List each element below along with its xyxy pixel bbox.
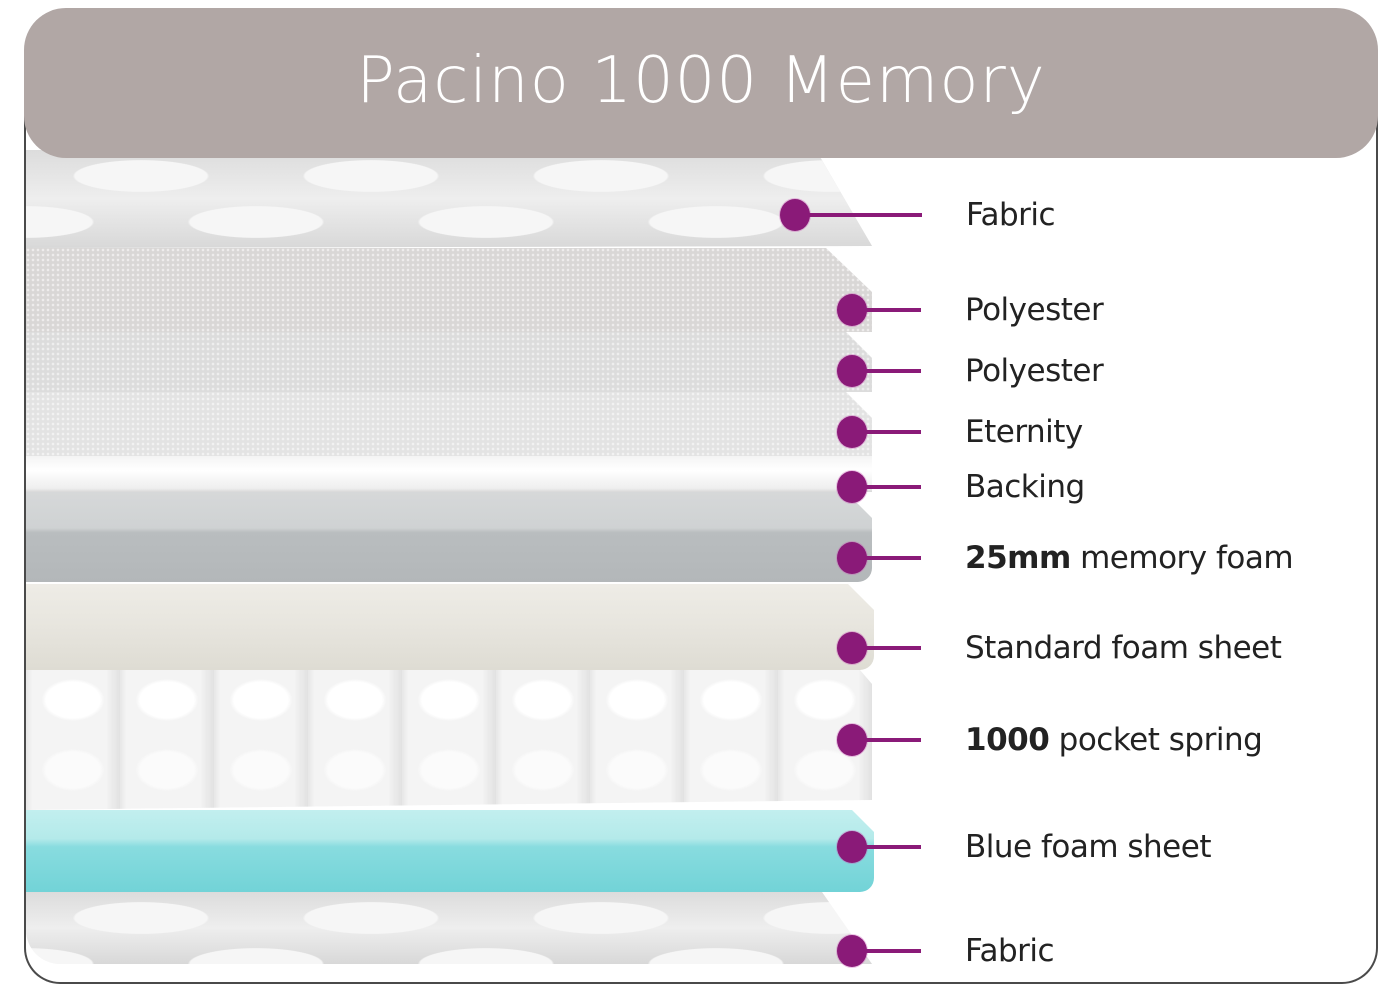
leader-line [865, 369, 921, 373]
marker-dot-icon [837, 542, 867, 574]
layer-standard-foam [26, 584, 874, 670]
layer-fabric-bottom [26, 892, 872, 964]
layer-fabric-top [26, 150, 872, 248]
marker-dot-icon [837, 632, 867, 664]
leader-line [865, 646, 921, 650]
leader-line [865, 308, 921, 312]
callout-standard-foam: Standard foam sheet [837, 630, 1297, 666]
marker-dot-icon [837, 294, 867, 326]
layer-polyester-1 [26, 248, 872, 332]
layer-label: Polyester [965, 353, 1104, 389]
layer-label: 1000 pocket spring [965, 722, 1263, 758]
layer-polyester-2 [26, 332, 872, 392]
layer-label: Polyester [965, 292, 1104, 328]
marker-dot-icon [837, 831, 867, 863]
diagram-frame [24, 60, 1378, 984]
layer-label: Eternity [965, 414, 1083, 450]
callout-eternity: Eternity [837, 414, 1297, 450]
marker-dot-icon [837, 355, 867, 387]
layer-memory-foam [26, 492, 872, 582]
marker-dot-icon [780, 199, 810, 231]
marker-dot-icon [837, 724, 867, 756]
callout-blue-foam: Blue foam sheet [837, 829, 1297, 865]
leader-line [865, 556, 921, 560]
leader-line [865, 949, 921, 953]
callout-pocket-spring: 1000 pocket spring [837, 722, 1297, 758]
callout-polyester-2: Polyester [837, 353, 1297, 389]
callout-fabric-bottom: Fabric [837, 933, 1297, 969]
marker-dot-icon [837, 935, 867, 967]
layer-label: Blue foam sheet [965, 829, 1211, 865]
leader-line [865, 430, 921, 434]
title-banner: Pacino 1000 Memory [24, 8, 1378, 158]
marker-dot-icon [837, 471, 867, 503]
layer-eternity [26, 392, 872, 456]
leader-line [808, 213, 922, 217]
callout-backing: Backing [837, 469, 1297, 505]
layer-blue-foam [26, 810, 874, 892]
layer-label: Backing [965, 469, 1085, 505]
layer-pocket-springs [26, 670, 872, 810]
leader-line [865, 738, 921, 742]
callout-fabric-top: Fabric [780, 197, 1240, 233]
leader-line [865, 485, 921, 489]
page-title: Pacino 1000 Memory [356, 44, 1046, 118]
layer-backing [26, 456, 872, 492]
marker-dot-icon [837, 416, 867, 448]
layer-label: 25mm memory foam [965, 540, 1294, 576]
callout-memory-foam: 25mm memory foam [837, 540, 1297, 576]
callout-polyester-1: Polyester [837, 292, 1297, 328]
layer-label: Fabric [965, 933, 1055, 969]
leader-line [865, 845, 921, 849]
layer-label: Fabric [966, 197, 1056, 233]
layer-label: Standard foam sheet [965, 630, 1282, 666]
